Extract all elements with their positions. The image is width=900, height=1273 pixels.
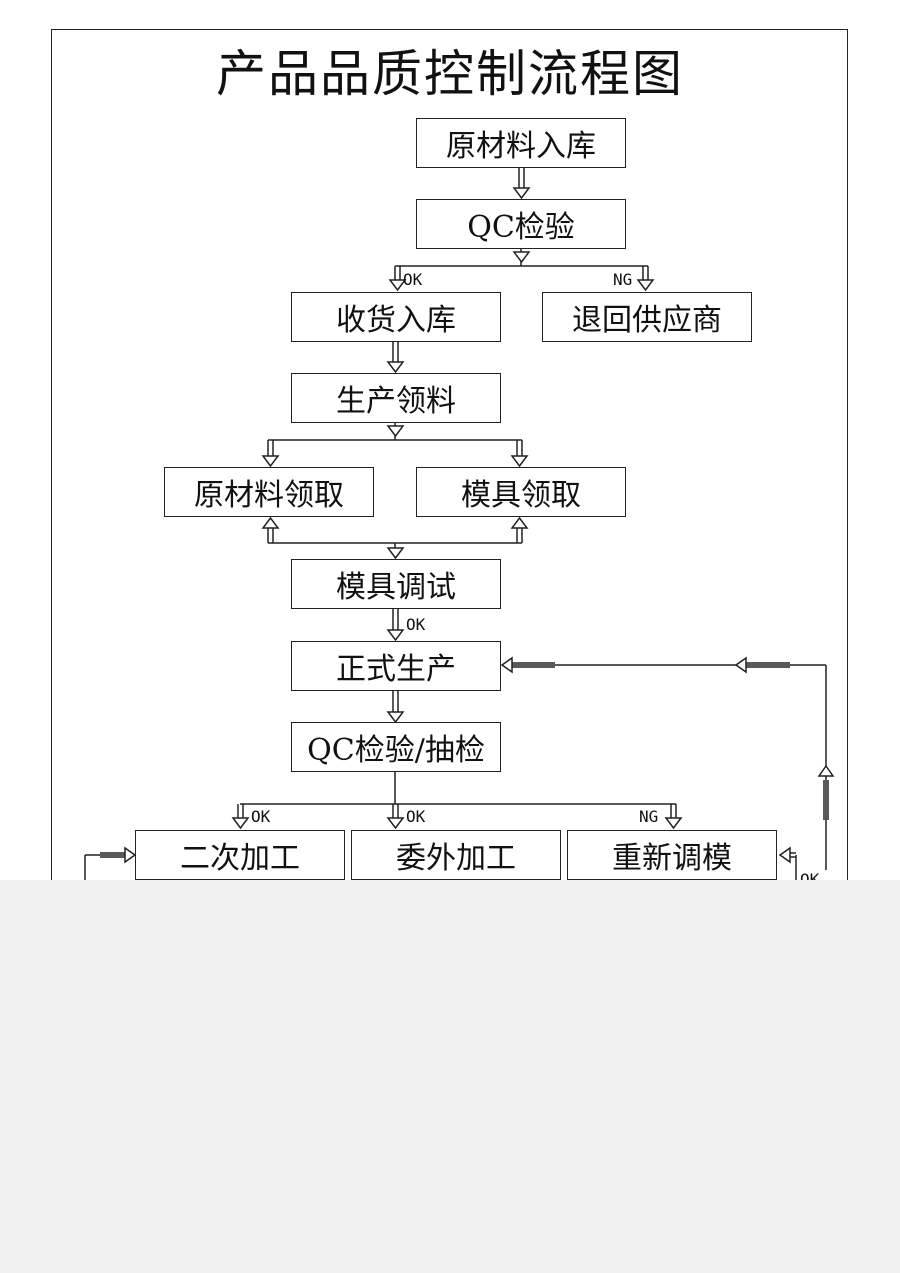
edge-label-ok: OK (406, 615, 426, 634)
node-mold-debug: 模具调试 (291, 559, 501, 609)
node-remold: 重新调模 (567, 830, 777, 880)
node-raw-material-pick: 原材料领取 (164, 467, 374, 517)
edge-label-ng: NG (639, 807, 659, 826)
node-formal-production: 正式生产 (291, 641, 501, 691)
edge-label-ok: OK (406, 807, 426, 826)
edge-label-ok: OK (251, 807, 271, 826)
node-raw-material-in: 原材料入库 (416, 118, 626, 168)
node-secondary-processing: 二次加工 (135, 830, 345, 880)
page-title: 产品品质控制流程图 (216, 45, 684, 103)
edge-label-ng: NG (613, 270, 633, 289)
node-receive-stock: 收货入库 (291, 292, 501, 342)
node-production-picking: 生产领料 (291, 373, 501, 423)
content-cutoff-overlay (0, 880, 900, 1273)
node-qc-sampling: QC检验/抽检 (291, 722, 501, 772)
node-mold-pick: 模具领取 (416, 467, 626, 517)
node-return-supplier: 退回供应商 (542, 292, 752, 342)
node-qc-inspection: QC检验 (416, 199, 626, 249)
edge-label-ok: OK (403, 270, 423, 289)
node-outsourced-processing: 委外加工 (351, 830, 561, 880)
